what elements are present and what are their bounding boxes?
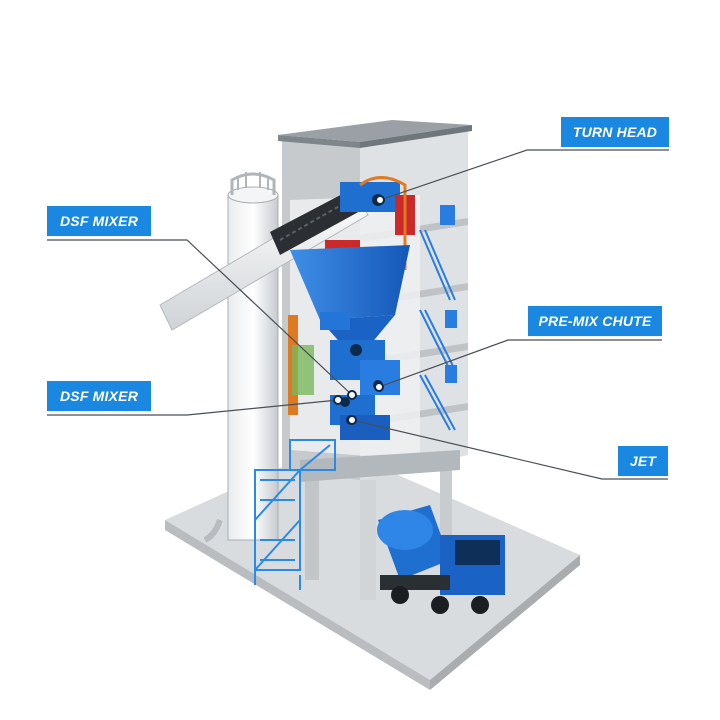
mixer-truck — [377, 505, 505, 614]
label-pre-mix-chute: PRE-MIX CHUTE — [528, 306, 662, 336]
leader-pre-mix — [378, 339, 662, 388]
silo — [203, 172, 279, 543]
leader-jet — [351, 419, 668, 480]
leader-dsf-bottom — [47, 399, 339, 416]
label-jet: JET — [618, 446, 668, 476]
tower-stairs — [419, 205, 457, 431]
external-staircase — [254, 439, 336, 590]
conveyor-belt — [159, 189, 369, 331]
leader-lines — [47, 149, 669, 480]
label-turn-head: TURN HEAD — [561, 117, 669, 147]
leader-turn-head — [379, 149, 669, 201]
label-dsf-mixer-top: DSF MIXER — [47, 206, 151, 236]
leader-dsf-top — [47, 239, 353, 396]
hopper — [290, 245, 410, 348]
leader-dots — [333, 195, 385, 425]
label-dsf-mixer-bottom: DSF MIXER — [47, 381, 151, 411]
